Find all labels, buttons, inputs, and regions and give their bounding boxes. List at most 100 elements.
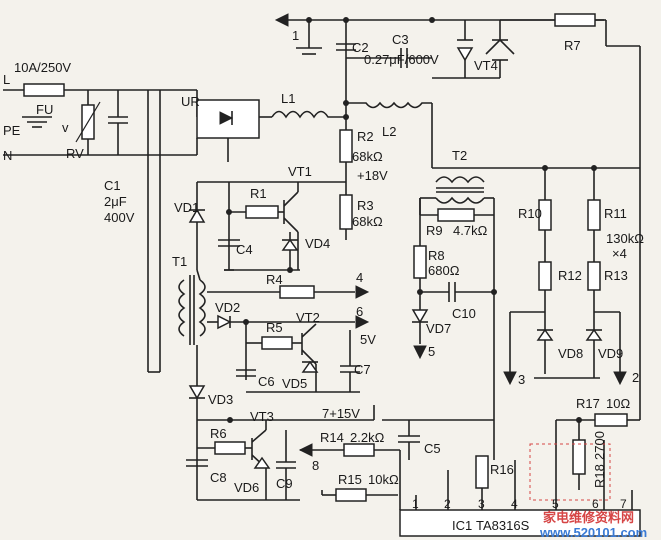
pin-4: 4 bbox=[511, 497, 518, 511]
resistor-r2 bbox=[339, 129, 353, 163]
resistor-r14 bbox=[298, 443, 401, 510]
label-ur: UR bbox=[181, 94, 200, 109]
label-r14-val: 2.2kΩ bbox=[350, 430, 385, 445]
label-c1-val: 2μF bbox=[104, 194, 127, 209]
label-r18: R18 bbox=[592, 464, 607, 488]
inductor-l2 bbox=[346, 101, 433, 168]
resistor-r3 bbox=[339, 194, 353, 230]
label-r2-val: 68kΩ bbox=[352, 149, 383, 164]
bridge-rectifier-ur bbox=[196, 99, 272, 162]
top-rail bbox=[274, 13, 604, 240]
label-r2: R2 bbox=[357, 129, 374, 144]
label-vt3: VT3 bbox=[250, 409, 274, 424]
resistor-r18 bbox=[572, 439, 586, 490]
label-vt1: VT1 bbox=[288, 164, 312, 179]
resistor-r10 bbox=[538, 168, 552, 358]
varistor-rv bbox=[75, 90, 101, 155]
pin-7: 7 bbox=[620, 497, 627, 511]
pin-2: 2 bbox=[444, 497, 451, 511]
label-c4: C4 bbox=[236, 242, 253, 257]
diode-vd7 bbox=[411, 309, 429, 360]
label-r9: R9 bbox=[426, 223, 443, 238]
mains-input bbox=[3, 89, 198, 373]
label-7-15v: 7+15V bbox=[322, 406, 360, 421]
label-r11-val: 130kΩ bbox=[606, 231, 644, 246]
capacitor-c10 bbox=[417, 282, 497, 302]
label-r17-val: 10Ω bbox=[606, 396, 630, 411]
label-r18-val: 2700 bbox=[592, 431, 607, 460]
transistor-vt4 bbox=[432, 20, 515, 79]
label-r16: R16 bbox=[490, 462, 514, 477]
pin-1: 1 bbox=[412, 497, 419, 511]
fuse-fu bbox=[23, 83, 65, 97]
ic1-ta8316s bbox=[399, 420, 641, 537]
label-vd7: VD7 bbox=[426, 321, 451, 336]
label-c1: C1 bbox=[104, 178, 121, 193]
resistor-r15 bbox=[321, 488, 398, 502]
component-labels: 10A/250V L FU PE N v RV C1 2μF 400V UR L… bbox=[3, 32, 644, 533]
label-l1: L1 bbox=[281, 91, 295, 106]
label-c1-volt: 400V bbox=[104, 210, 135, 225]
pin-6: 6 bbox=[592, 497, 599, 511]
label-r12: R12 bbox=[558, 268, 582, 283]
label-vd6: VD6 bbox=[234, 480, 259, 495]
label-r9-val: 4.7kΩ bbox=[453, 223, 488, 238]
node-2: 2 bbox=[632, 370, 639, 385]
node-3: 3 bbox=[518, 372, 525, 387]
label-r3-val: 68kΩ bbox=[352, 214, 383, 229]
label-vt4: VT4 bbox=[474, 58, 498, 73]
capacitor-c2 bbox=[336, 43, 356, 51]
label-r10: R10 bbox=[518, 206, 542, 221]
label-c7: C7 bbox=[354, 362, 371, 377]
label-r14: R14 bbox=[320, 430, 344, 445]
label-r6: R6 bbox=[210, 426, 227, 441]
watermark-box bbox=[529, 443, 611, 501]
label-plus18v: +18V bbox=[357, 168, 388, 183]
resistor-r4 bbox=[207, 285, 370, 299]
resistor-r1 bbox=[245, 205, 279, 219]
label-rv: RV bbox=[66, 146, 84, 161]
label-fu: FU bbox=[36, 102, 53, 117]
transformer-t1 bbox=[178, 275, 206, 345]
label-r17: R17 bbox=[576, 396, 600, 411]
node-8: 8 bbox=[312, 458, 319, 473]
resistor-r5 bbox=[261, 336, 293, 350]
label-ic1-part: TA8316S bbox=[476, 518, 530, 533]
label-r5: R5 bbox=[266, 320, 283, 335]
label-fuse-rating: 10A/250V bbox=[14, 60, 71, 75]
label-c9: C9 bbox=[276, 476, 293, 491]
label-vd9: VD9 bbox=[598, 346, 623, 361]
pin-5: 5 bbox=[552, 497, 559, 511]
label-5v: 5V bbox=[360, 332, 376, 347]
watermark-line1: 家电维修资料网 bbox=[543, 510, 634, 525]
pin-3: 3 bbox=[478, 497, 485, 511]
label-vd1: VD1 bbox=[174, 200, 199, 215]
label-v: v bbox=[62, 120, 69, 135]
vt1-stage bbox=[188, 181, 346, 281]
label-c5: C5 bbox=[424, 441, 441, 456]
watermark-line2: www.520101.com bbox=[539, 525, 647, 540]
site-watermark: 家电维修资料网 www.520101.com bbox=[539, 510, 647, 540]
label-vd2: VD2 bbox=[215, 300, 240, 315]
thyristor-vd bbox=[456, 20, 474, 78]
inductor-l1 bbox=[271, 110, 346, 119]
label-x4: ×4 bbox=[612, 246, 627, 261]
label-vd8: VD8 bbox=[558, 346, 583, 361]
vt3-stage bbox=[186, 345, 375, 501]
node-6: 6 bbox=[356, 304, 363, 319]
label-t1: T1 bbox=[172, 254, 187, 269]
resistor-r7 bbox=[500, 13, 641, 420]
label-t2: T2 bbox=[452, 148, 467, 163]
label-c10: C10 bbox=[452, 306, 476, 321]
label-r7: R7 bbox=[564, 38, 581, 53]
label-c3-val: 0.27μF/600V bbox=[364, 52, 439, 67]
label-l2: L2 bbox=[382, 124, 396, 139]
transformer-t2 bbox=[419, 165, 640, 460]
resistor-r9 bbox=[420, 208, 494, 222]
zener-vd8 bbox=[503, 311, 554, 386]
label-pe: PE bbox=[3, 123, 21, 138]
label-r8: R8 bbox=[428, 248, 445, 263]
capacitor-c5 bbox=[382, 419, 494, 460]
